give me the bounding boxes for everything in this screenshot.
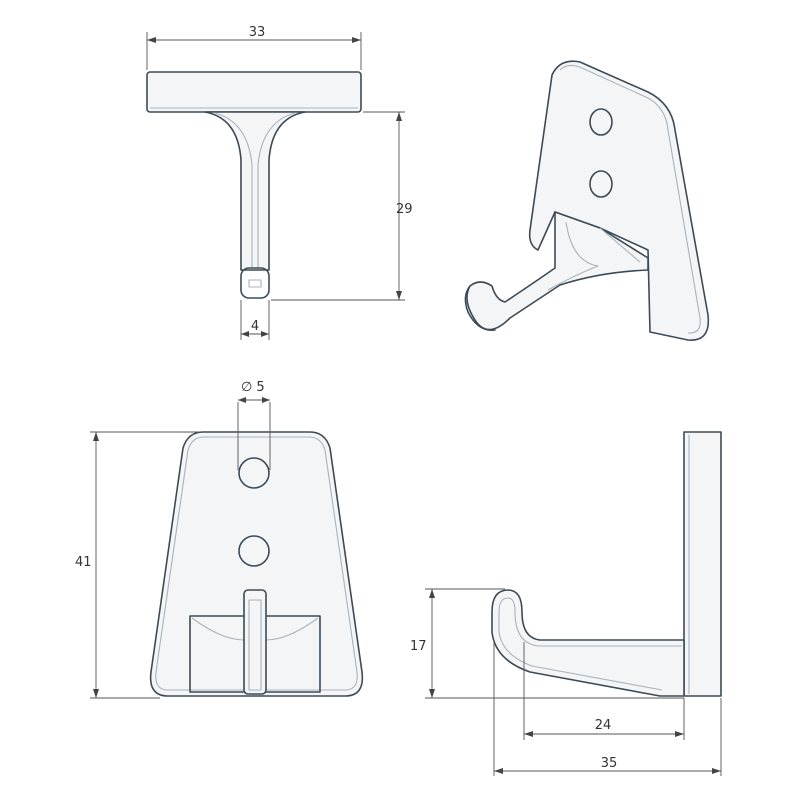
front-view-hook-stem — [243, 589, 267, 695]
dim-5-arrow-left — [238, 397, 246, 403]
dim-17-label: 17 — [410, 639, 427, 654]
iso-hole-top — [589, 108, 613, 136]
top-view: 33 29 4 — [146, 25, 413, 340]
iso-hook-ridge — [547, 221, 641, 291]
front-view-hole-top — [238, 457, 270, 489]
dim-17-arrow-bottom — [429, 689, 435, 698]
dim-41-label: 41 — [75, 555, 92, 570]
iso-plate-edge — [559, 64, 701, 334]
side-view-hook — [491, 589, 685, 697]
front-view-inner-edge — [155, 436, 358, 691]
dim-5-label: ∅5 — [241, 380, 265, 395]
front-view-hook-stem-inner — [248, 599, 262, 691]
dim-29-label: 29 — [396, 202, 413, 217]
dim-29-arrow-top — [396, 112, 402, 121]
dim-17-arrow-top — [429, 589, 435, 598]
dim-33-label: 33 — [249, 25, 266, 40]
dim-35-arrow-left — [494, 768, 503, 774]
side-view-back-plate — [683, 431, 722, 697]
iso-hook-tip — [464, 285, 496, 331]
dim-5-arrow-right — [262, 397, 270, 403]
side-view-hook-inner — [498, 597, 682, 691]
top-view-stem-ridge — [214, 112, 296, 268]
dim-41-arrow-top — [93, 432, 99, 441]
dim-29-arrow-bottom — [396, 291, 402, 300]
front-view: ∅5 41 — [75, 380, 364, 699]
dim-4-arrow-left — [241, 331, 249, 337]
top-view-plate — [146, 71, 362, 113]
dim-35-label: 35 — [601, 756, 618, 771]
dim-35-arrow-right — [712, 768, 721, 774]
front-view-hook-curve — [191, 617, 319, 641]
dim-24-arrow-left — [524, 731, 533, 737]
dim-4-label: 4 — [251, 319, 259, 334]
top-view-tip-slot — [248, 279, 262, 288]
iso-hook — [466, 211, 649, 331]
dim-24-arrow-right — [675, 731, 684, 737]
side-view: 17 24 35 — [410, 431, 722, 776]
dim-24-label: 24 — [595, 718, 612, 733]
diameter-symbol: ∅ — [241, 380, 252, 395]
dim-33-arrow-right — [352, 37, 361, 43]
isometric-view — [464, 60, 710, 341]
iso-hole-bottom — [589, 170, 613, 198]
top-view-hook-tip — [240, 267, 270, 299]
dim-5-value: 5 — [256, 380, 264, 395]
iso-back-plate — [528, 60, 710, 341]
front-view-hole-bottom — [238, 535, 270, 567]
dim-33-arrow-left — [147, 37, 156, 43]
dim-41-arrow-bottom — [93, 689, 99, 698]
top-view-stem — [204, 111, 306, 271]
front-view-body — [149, 431, 364, 697]
dim-4-arrow-right — [261, 331, 269, 337]
